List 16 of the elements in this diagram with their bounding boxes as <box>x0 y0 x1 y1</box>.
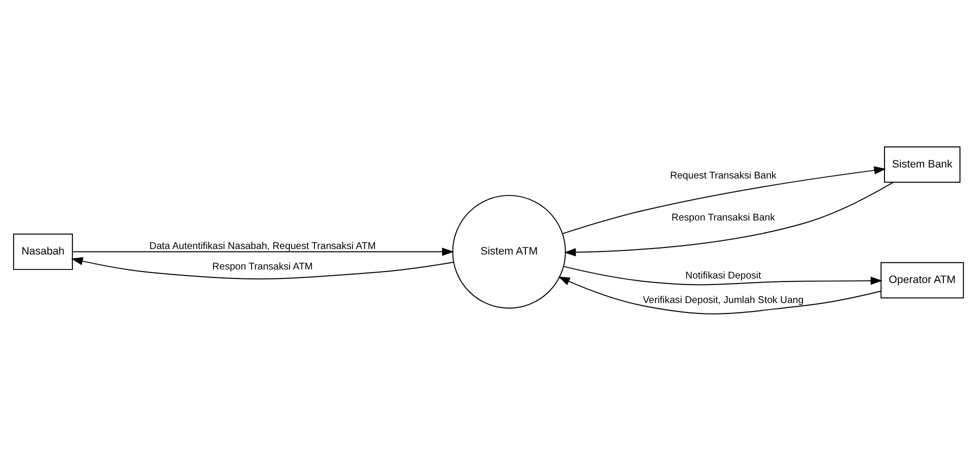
edge-label: Request Transaksi Bank <box>670 170 776 182</box>
arrow <box>563 266 882 286</box>
arrow <box>72 248 454 256</box>
arrow <box>564 182 894 256</box>
edge-label: Notifikasi Deposit <box>685 270 762 282</box>
arrow <box>71 257 454 280</box>
edge-label: Data Autentifikasi Nasabah, Request Transaksi ATM <box>149 240 376 252</box>
edge-label: Verifikasi Deposit, Jumlah Stok Uang <box>642 294 804 306</box>
node-box: Operator ATM <box>880 262 964 298</box>
node-circle: Sistem ATM <box>452 194 566 309</box>
edge-label: Respon Transaksi ATM <box>212 261 313 272</box>
node-box: Sistem Bank <box>884 146 960 183</box>
node-box: Nasabah <box>13 234 73 270</box>
arrow <box>558 276 882 314</box>
edge-label: Respon Transaksi Bank <box>672 212 775 224</box>
arrow <box>562 166 886 234</box>
